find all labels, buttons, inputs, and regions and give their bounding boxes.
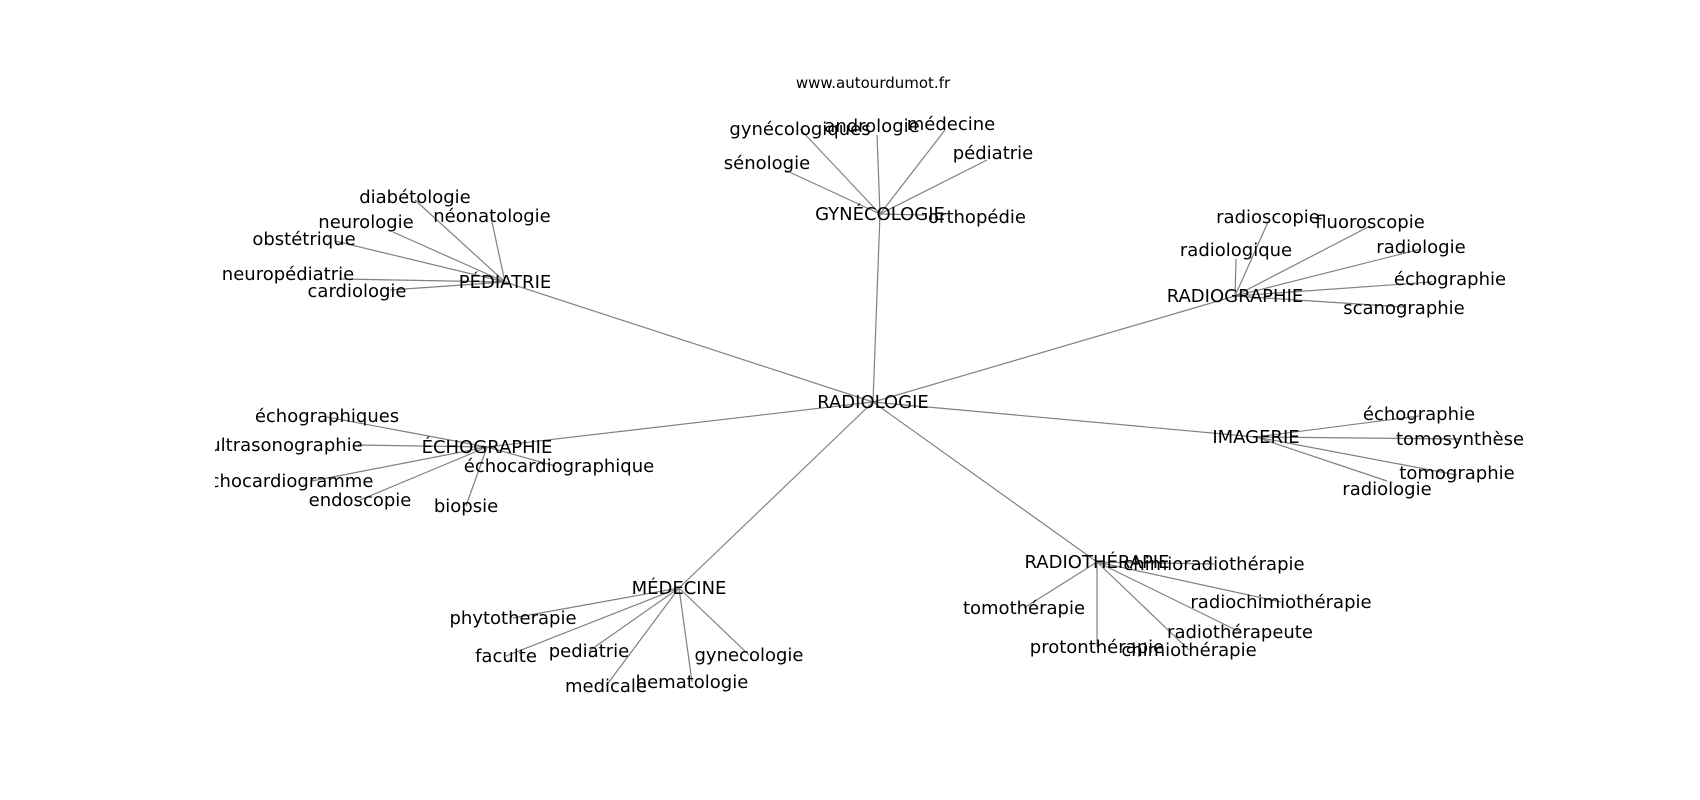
leaf-node-label: cardiologie	[308, 281, 407, 302]
edge-hub-leaf	[1255, 436, 1461, 440]
edge-hub-leaf	[1234, 295, 1405, 308]
leaf-node-label: phytotherapie	[449, 608, 576, 629]
edge-hub-leaf	[357, 444, 488, 448]
edge-hub-leaf	[1096, 561, 1215, 565]
leaf-node-label: néonatologie	[433, 206, 551, 227]
leaf-node-label: orthopédie	[928, 207, 1026, 228]
edge-root-hub	[678, 401, 874, 589]
leaf-node-label: radioscopie	[1216, 207, 1320, 228]
edge-hub-leaf	[879, 213, 925, 216]
leaf-node-label: chimioradiothérapie	[1123, 554, 1304, 575]
leaf-node-label: scanographie	[1343, 298, 1465, 319]
leaf-node-label: pédiatrie	[953, 143, 1034, 164]
hub-node-label: RADIOGRAPHIE	[1167, 286, 1304, 307]
leaf-node-label: radiologie	[1376, 237, 1465, 258]
edge-hub-leaf	[1234, 248, 1422, 297]
edge-hub-leaf	[678, 587, 750, 656]
edge-root-hub	[872, 295, 1236, 403]
edge-root-hub	[872, 213, 881, 403]
edge-hub-leaf	[359, 446, 488, 501]
edge-root-hub	[872, 401, 1257, 438]
hub-node-label: ÉCHOGRAPHIE	[422, 436, 553, 458]
leaf-node-label: gynecologie	[695, 645, 804, 666]
edge-hub-leaf	[605, 587, 680, 687]
hub-node-label: PÉDIATRIE	[459, 271, 552, 293]
edge-hub-leaf	[505, 587, 680, 657]
hub-node-label: MÉDECINE	[632, 577, 727, 599]
edge-hub-leaf	[326, 416, 488, 448]
edge-hub-leaf	[1234, 281, 1433, 297]
edge-hub-leaf	[1023, 561, 1098, 609]
leaf-node-label: échographie	[1394, 269, 1506, 290]
leaf-node-label: sénologie	[724, 153, 810, 174]
leaf-node-label: andrologie	[824, 116, 919, 137]
leaf-node-label: radiochimiothérapie	[1190, 592, 1371, 613]
edge-hub-leaf	[879, 129, 946, 215]
leaf-node-label: ultrasonographie	[209, 435, 362, 456]
edge-hub-leaf	[389, 281, 506, 291]
leaf-node-label: diabétologie	[359, 187, 471, 208]
edge-hub-leaf	[588, 587, 680, 652]
edge-hub-leaf	[1096, 561, 1282, 603]
edge-hub-leaf	[486, 446, 556, 467]
leaf-node-label: fluoroscopie	[1315, 212, 1425, 233]
leaf-node-label: hematologie	[636, 672, 749, 693]
leaf-node-label: protonthérapie	[1030, 637, 1164, 658]
edge-hub-leaf	[1096, 561, 1190, 651]
edge-hub-leaf	[1234, 225, 1371, 297]
edge-hub-leaf	[1234, 221, 1269, 297]
hub-node-label: GYNÉCOLOGIE	[815, 203, 945, 225]
leaf-node-label: medicale	[565, 676, 647, 697]
leaf-node-label: chimiothérapie	[1121, 640, 1256, 661]
graph-labels: RADIOLOGIE GYNÉCOLOGIE gynécologiquesandro…	[199, 114, 1524, 697]
edge-hub-leaf	[1234, 258, 1237, 297]
edge-root-hub	[872, 401, 1098, 563]
edge-hub-leaf	[879, 159, 988, 215]
edge-hub-leaf	[338, 278, 506, 283]
edge-hub-leaf	[311, 446, 488, 482]
edge-hub-leaf	[512, 587, 680, 619]
graph-edges	[311, 128, 1461, 687]
leaf-node-label: radiothérapeute	[1167, 622, 1313, 643]
edge-hub-leaf	[876, 134, 881, 215]
edge-hub-leaf	[799, 128, 881, 215]
edge-hub-leaf	[414, 199, 506, 283]
leaf-node-label: échocardiogramme	[199, 471, 374, 492]
leaf-node-label: pediatrie	[549, 641, 630, 662]
leaf-node-label: endoscopie	[309, 490, 412, 511]
hub-node-label: IMAGERIE	[1212, 427, 1299, 448]
leaf-node-label: échographie	[1363, 404, 1475, 425]
edge-hub-leaf	[678, 587, 693, 683]
leaf-node-label: radiologie	[1342, 479, 1431, 500]
leaf-node-label: tomosynthèse	[1396, 429, 1524, 450]
credit-text: www.autourdumot.fr	[796, 74, 951, 92]
edge-hub-leaf	[334, 240, 506, 283]
leaf-node-label: biopsie	[434, 496, 498, 517]
leaf-node-label: radiologique	[1180, 240, 1292, 261]
leaf-node-label: médecine	[907, 114, 996, 135]
leaf-node-label: neuropédiatrie	[222, 264, 354, 285]
leaf-node-label: tomothérapie	[963, 598, 1085, 619]
edge-root-hub	[504, 281, 874, 403]
hub-node-label: RADIOTHÉRAPIE	[1025, 551, 1170, 573]
leaf-node-label: faculte	[475, 646, 537, 667]
leaf-node-label: échographiques	[255, 406, 399, 427]
leaf-node-label: obstétrique	[252, 229, 355, 250]
edge-hub-leaf	[1255, 436, 1458, 476]
root-node-label: RADIOLOGIE	[817, 392, 929, 413]
leaf-node-label: échocardiographique	[464, 456, 654, 477]
edge-hub-leaf	[1096, 561, 1241, 633]
edge-hub-leaf	[1255, 436, 1388, 482]
edge-hub-leaf	[392, 231, 506, 283]
edge-hub-leaf	[491, 221, 506, 283]
leaf-node-label: gynécologiques	[729, 119, 870, 140]
edge-root-hub	[486, 401, 874, 448]
edge-hub-leaf	[784, 169, 881, 215]
edge-hub-leaf	[1255, 415, 1420, 438]
edge-hub-leaf	[465, 446, 488, 507]
leaf-node-label: neurologie	[318, 212, 413, 233]
leaf-node-label: tomographie	[1399, 463, 1514, 484]
